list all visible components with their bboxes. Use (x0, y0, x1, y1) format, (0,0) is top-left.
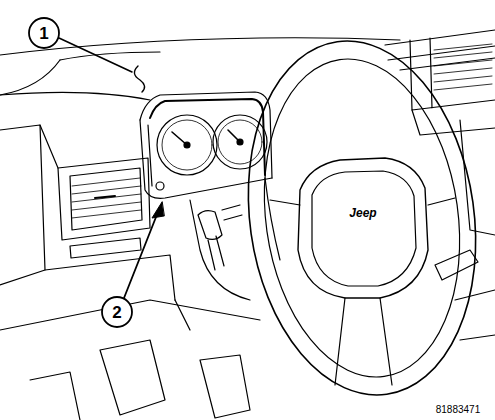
callout-number: 2 (112, 304, 121, 321)
steering-wheel-logo: Jeep (349, 207, 376, 219)
callout-number: 1 (39, 25, 48, 42)
figure-number: 81883471 (436, 405, 481, 415)
